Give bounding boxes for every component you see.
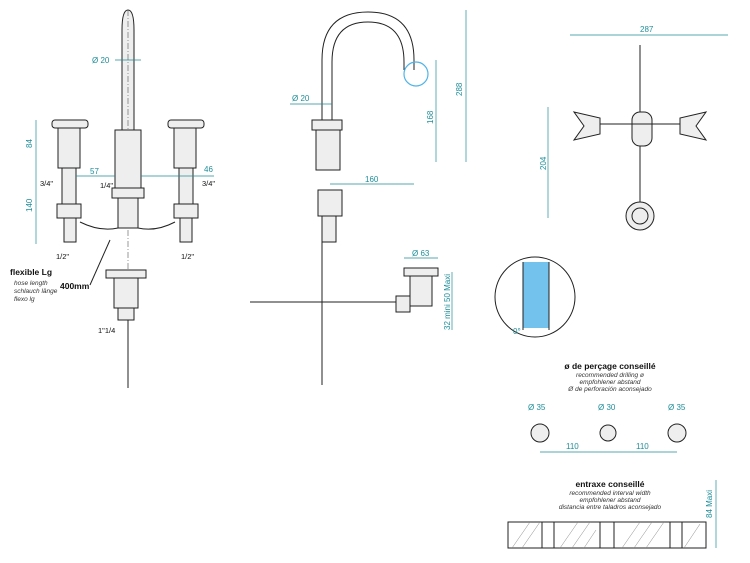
thread-34-right: 3/4" bbox=[202, 179, 215, 188]
dim-gap1: 110 bbox=[566, 442, 579, 451]
thread-12-left: 1/2" bbox=[56, 252, 69, 261]
interval-section: entraxe conseillé recommended interval w… bbox=[507, 479, 717, 549]
dim-d20-side: Ø 20 bbox=[292, 94, 310, 103]
hose-legend: flexible Lg hose length schlauch länge f… bbox=[10, 267, 58, 303]
front-view: Ø 20 84 140 57 46 1/4" 3/4" 3/4" 1/2" 1/… bbox=[25, 9, 215, 388]
dim-204: 204 bbox=[539, 156, 548, 170]
dim-d35-left: Ø 35 bbox=[528, 403, 546, 412]
drilling-section: ø de perçage conseillé recommended drill… bbox=[528, 361, 687, 453]
dim-84-maxi: 84 Maxi bbox=[705, 490, 714, 518]
dim-d35-right: Ø 35 bbox=[668, 403, 686, 412]
interval-line: empfohlener abstand bbox=[579, 497, 640, 504]
interval-line: recommended interval width bbox=[569, 490, 651, 497]
dim-84: 84 bbox=[25, 139, 34, 148]
dim-288: 288 bbox=[455, 82, 464, 96]
dim-160: 160 bbox=[365, 175, 379, 184]
hose-length-value: 400mm bbox=[60, 281, 90, 291]
dim-d20-front: Ø 20 bbox=[92, 56, 110, 65]
drilling-title: ø de perçage conseillé bbox=[564, 361, 655, 371]
interval-line: distancia entre taladros aconsejado bbox=[559, 504, 662, 511]
side-view: Ø 20 168 288 160 Ø 63 32 mini 50 Maxi bbox=[250, 10, 467, 385]
thread-12-right: 1/2" bbox=[181, 252, 194, 261]
top-view: 287 204 bbox=[539, 25, 728, 231]
dim-168: 168 bbox=[426, 110, 435, 124]
hose-line: hose length bbox=[14, 280, 48, 287]
thread-1-14: 1"1/4 bbox=[98, 326, 115, 335]
interval-title: entraxe conseillé bbox=[576, 479, 645, 489]
dim-287: 287 bbox=[640, 25, 654, 34]
dim-140: 140 bbox=[25, 198, 34, 212]
hose-title: flexible Lg bbox=[10, 267, 52, 277]
thread-34-left: 3/4" bbox=[40, 179, 53, 188]
thread-14: 1/4" bbox=[100, 181, 113, 190]
drilling-line: recommended drilling ø bbox=[576, 372, 644, 379]
hose-line: flexo lg bbox=[14, 296, 35, 303]
dim-angle-0: 0° bbox=[513, 327, 521, 336]
dim-d30-mid: Ø 30 bbox=[598, 403, 616, 412]
drilling-line: Ø de perforación aconsejado bbox=[567, 386, 652, 393]
dim-gap2: 110 bbox=[636, 442, 649, 451]
drilling-line: empfohlener abstand bbox=[579, 379, 640, 386]
dim-d63: Ø 63 bbox=[412, 249, 430, 258]
angle-detail: 0° bbox=[494, 256, 576, 338]
dim-32-50: 32 mini 50 Maxi bbox=[443, 274, 452, 330]
dim-57: 57 bbox=[90, 167, 99, 176]
dim-46: 46 bbox=[204, 165, 213, 174]
hose-line: schlauch länge bbox=[14, 288, 58, 295]
